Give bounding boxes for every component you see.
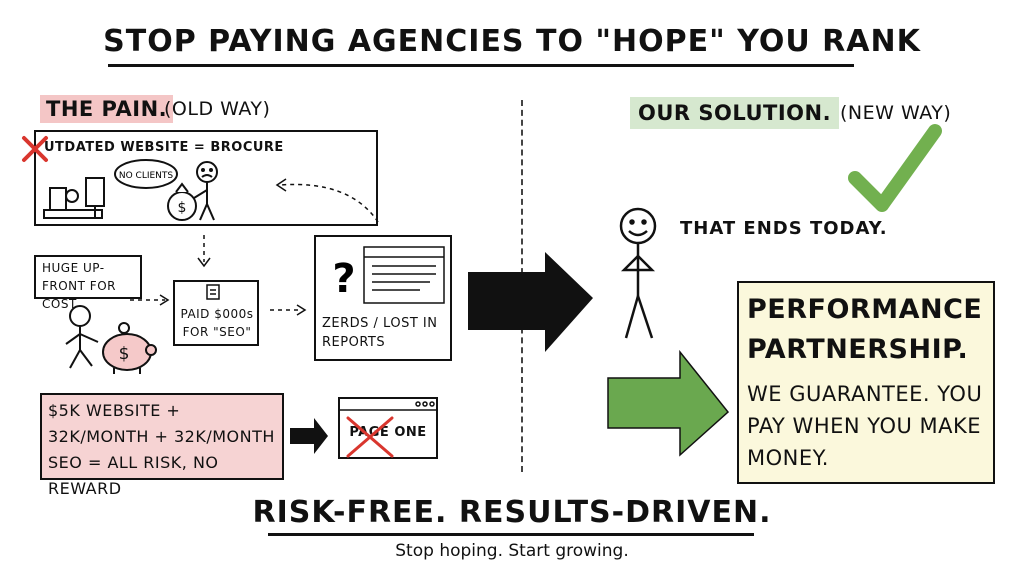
no-clients-text: NO CLIENTS — [119, 171, 174, 181]
paid-seo-text: PAID $000s FOR "SEO" — [180, 307, 254, 339]
risk-arrow-icon — [290, 418, 328, 454]
main-title: STOP PAYING AGENCIES TO "HOPE" YOU RANK — [103, 24, 921, 59]
x-mark-icon — [22, 136, 48, 162]
desk-scene-icon — [43, 177, 105, 219]
money-bag-icon: $ — [167, 182, 197, 221]
speech-bubble-icon: NO CLIENTS — [114, 159, 178, 189]
paid-seo-box — [173, 280, 259, 346]
partnership-body: WE GUARANTEE. YOU PAY WHEN YOU MAKE MONE… — [747, 382, 983, 470]
title-underline — [108, 64, 854, 67]
ends-today-text: THAT ENDS TODAY. — [680, 218, 888, 239]
piggy-bank-icon: $ — [102, 322, 157, 374]
partnership-box — [737, 281, 995, 484]
flow-arrow-loop-back — [279, 183, 379, 223]
flow-arrow-down-head — [197, 257, 211, 268]
huge-cost-box — [34, 255, 142, 299]
risk-text: $5K WEBSITE + 32K/MONTH + 32K/MONTH SEO … — [48, 401, 275, 498]
partnership-title: PERFORMANCE PARTNERSHIP. — [747, 294, 983, 365]
footer-underline — [268, 533, 754, 536]
big-black-arrow-icon — [468, 252, 593, 352]
outdated-website-text: UTDATED WEBSITE = BROCURE — [44, 140, 284, 155]
pain-label: THE PAIN. — [40, 95, 174, 123]
happy-person-icon — [619, 207, 657, 339]
pain-sub: (OLD WAY) — [164, 98, 271, 120]
solution-label: OUR SOLUTION. — [630, 97, 840, 129]
svg-text:$: $ — [119, 344, 130, 364]
reports-text: ZERDS / LOST IN REPORTS — [322, 316, 438, 350]
footer-subtitle: Stop hoping. Start growing. — [395, 541, 629, 561]
sad-person-icon — [193, 161, 218, 221]
report-doc-icon — [363, 246, 445, 304]
checkmark-icon — [848, 124, 942, 212]
green-arrow-icon — [607, 349, 730, 457]
risk-box — [40, 393, 284, 480]
solution-sub: (NEW WAY) — [840, 102, 952, 124]
footer-title: RISK-FREE. RESULTS-DRIVEN. — [252, 495, 772, 530]
stick-person-icon — [65, 305, 99, 369]
svg-text:$: $ — [178, 200, 187, 216]
question-mark-icon: ? — [332, 256, 355, 302]
browser-chrome-icon — [338, 401, 438, 411]
document-icon — [206, 284, 220, 300]
cross-out-icon — [346, 416, 394, 458]
huge-cost-text: HUGE UP-FRONT FOR COST — [42, 261, 116, 311]
